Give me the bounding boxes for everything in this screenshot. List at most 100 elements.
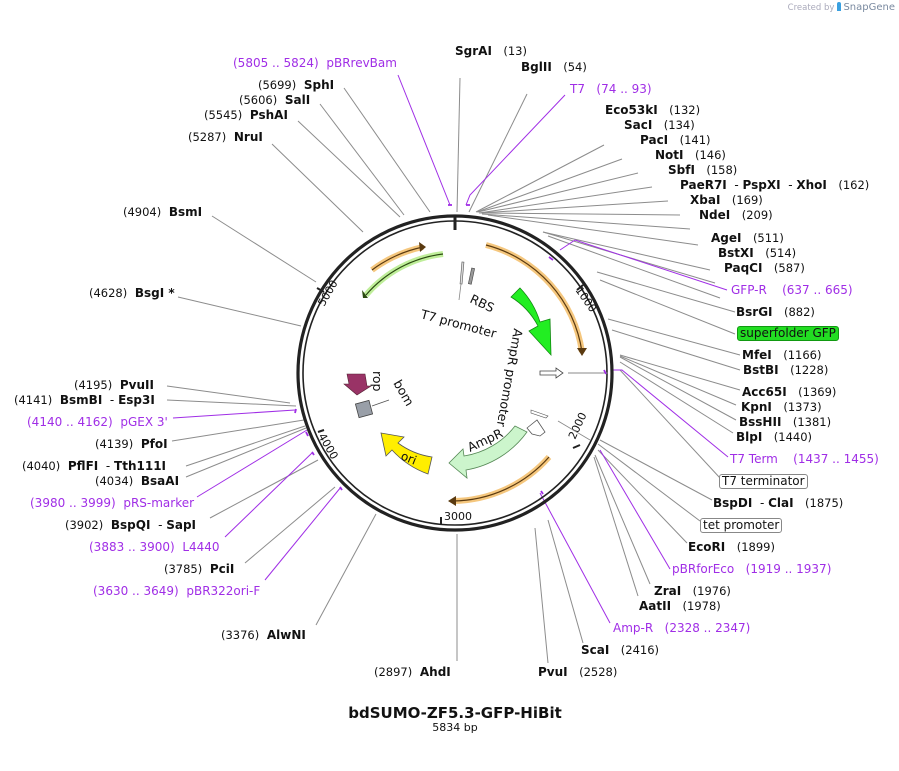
site-position: (54) (563, 60, 587, 74)
site-ndei[interactable]: NdeI (209) (699, 208, 773, 222)
ampr-promoter-arrow (539, 367, 564, 379)
primer-t7-term[interactable]: T7 Term (1437 .. 1455) (730, 452, 879, 466)
site-ahdi[interactable]: (2897) AhdI (374, 665, 451, 679)
site-paci[interactable]: PacI (141) (640, 133, 711, 147)
site-name: SapI (166, 518, 197, 532)
site-ecori[interactable]: EcoRI (1899) (688, 540, 775, 554)
site-name: BsmI (168, 205, 203, 219)
site-name: NruI (233, 130, 263, 144)
primer-pbr322ori-f[interactable]: (3630 .. 3649) pBR322ori-F (93, 584, 260, 598)
site-position: (2416) (620, 643, 660, 657)
site-position: (4628) (89, 286, 128, 300)
site-bsmbi-esp3i[interactable]: (4141) BsmBI - Esp3I (14, 393, 155, 407)
primer-t7[interactable]: T7 (74 .. 93) (570, 82, 652, 96)
site-name: BglII (521, 60, 552, 74)
site-bspqi-sapi[interactable]: (3902) BspQI - SapI (65, 518, 197, 532)
site-nrui[interactable]: (5287) NruI (188, 130, 263, 144)
site-bstbi[interactable]: BstBI (1228) (743, 363, 828, 377)
site-name: AlwNI (266, 628, 306, 642)
site-position: (209) (741, 208, 773, 222)
site-name: KpnI (741, 400, 772, 414)
primer-pgex-3[interactable]: (4140 .. 4162) pGEX 3' (27, 415, 168, 429)
site-name: NdeI (699, 208, 731, 222)
site-mfei[interactable]: MfeI (1166) (742, 348, 821, 362)
site-name: BsaAI (140, 474, 180, 488)
site-xbai[interactable]: XbaI (169) (690, 193, 763, 207)
primer-prs-marker[interactable]: (3980 .. 3999) pRS-marker (30, 496, 194, 510)
feature-tet-promoter[interactable]: tet promoter (700, 518, 783, 533)
primer-l4440[interactable]: (3883 .. 3900) L4440 (89, 540, 220, 554)
site-alwni[interactable]: (3376) AlwNI (221, 628, 306, 642)
site-position: (5545) (204, 108, 243, 122)
site-bsmi[interactable]: (4904) BsmI (123, 205, 202, 219)
tick-4000: 4000 (315, 431, 340, 462)
tick-2000: 2000 (566, 410, 590, 441)
site-paer7i-pspxi-xhoi[interactable]: PaeR7I - PspXI - XhoI (162) (680, 178, 870, 192)
site-name: Esp3I (118, 393, 155, 407)
site-zrai[interactable]: ZraI (1976) (654, 584, 731, 598)
site-position: (514) (765, 246, 797, 260)
site-position: (3902) (65, 518, 104, 532)
site-scai[interactable]: ScaI (2416) (581, 643, 659, 657)
tet-promoter-mark (530, 409, 591, 441)
site-position: (146) (694, 148, 726, 162)
site-sali[interactable]: (5606) SalI (239, 93, 310, 107)
site-position: (587) (773, 261, 805, 275)
site-name: BsrGI (736, 305, 773, 319)
bom-feature[interactable] (354, 399, 374, 419)
site-pshai[interactable]: (5545) PshAI (204, 108, 288, 122)
site-agei[interactable]: AgeI (511) (711, 231, 784, 245)
ori-feature-arrow[interactable] (380, 432, 433, 475)
site-saci[interactable]: SacI (134) (624, 118, 695, 132)
site-acc65i[interactable]: Acc65I (1369) (742, 385, 836, 399)
site-bsshii[interactable]: BssHII (1381) (739, 415, 831, 429)
primer-name: L4440 (182, 540, 220, 554)
site-name: ClaI (768, 496, 794, 510)
primer-pbrforeco[interactable]: pBRforEco (1919 .. 1937) (672, 562, 831, 576)
site-aatii[interactable]: AatII (1978) (639, 599, 721, 613)
primer-range: (5805 .. 5824) (233, 56, 319, 70)
site-name: PshAI (249, 108, 288, 122)
ampr-feature-arrow[interactable] (448, 425, 528, 479)
gfp-feature-arrow[interactable] (510, 287, 552, 357)
site-name: Eco53kI (605, 103, 658, 117)
site-eco53ki[interactable]: Eco53kI (132) (605, 103, 700, 117)
site-position: (132) (669, 103, 701, 117)
feature-t7-terminator[interactable]: T7 terminator (719, 474, 808, 489)
rbs-label: RBS (468, 291, 497, 315)
primer-range: (3980 .. 3999) (30, 496, 116, 510)
site-bsgi[interactable]: (4628) BsgI * (89, 286, 175, 300)
site-paqci[interactable]: PaqCI (587) (724, 261, 805, 275)
site-sbfi[interactable]: SbfI (158) (668, 163, 737, 177)
site-position: (1373) (783, 400, 822, 414)
primer-gfp-r[interactable]: GFP-R (637 .. 665) (731, 283, 853, 297)
site-kpni[interactable]: KpnI (1373) (741, 400, 822, 414)
primer-range: (1437 .. 1455) (793, 452, 879, 466)
site-pvuii[interactable]: (4195) PvuII (74, 378, 154, 392)
rop-feature-arrow[interactable] (343, 373, 373, 396)
site-bsrgi[interactable]: BsrGI (882) (736, 305, 815, 319)
site-name: BlpI (736, 430, 763, 444)
primer-pbrrevbam[interactable]: (5805 .. 5824) pBRrevBam (233, 56, 397, 70)
site-name: SgrAI (455, 44, 492, 58)
primer-leader-lines (172, 74, 729, 624)
feature-superfolder-gfp[interactable]: superfolder GFP (737, 326, 839, 341)
site-pcii[interactable]: (3785) PciI (164, 562, 234, 576)
site-pfoi[interactable]: (4139) PfoI (95, 437, 168, 451)
site-bstxi[interactable]: BstXI (514) (718, 246, 796, 260)
site-sgrai[interactable]: SgrAI (13) (455, 44, 527, 58)
site-name: PacI (640, 133, 669, 147)
site-position: (1166) (783, 348, 822, 362)
site-position: (4195) (74, 378, 113, 392)
primer-amp-r[interactable]: Amp-R (2328 .. 2347) (613, 621, 750, 635)
site-position: (1440) (773, 430, 813, 444)
site-sphi[interactable]: (5699) SphI (258, 78, 334, 92)
site-bglii[interactable]: BglII (54) (521, 60, 587, 74)
site-noti[interactable]: NotI (146) (655, 148, 726, 162)
site-pvui[interactable]: PvuI (2528) (538, 665, 617, 679)
site-bsaai[interactable]: (4034) BsaAI (95, 474, 179, 488)
site-bspdi-clai[interactable]: BspDI - ClaI (1875) (713, 496, 844, 510)
site-pflfi-tth111i[interactable]: (4040) PflFI - Tth111I (22, 459, 167, 473)
site-blpi[interactable]: BlpI (1440) (736, 430, 812, 444)
